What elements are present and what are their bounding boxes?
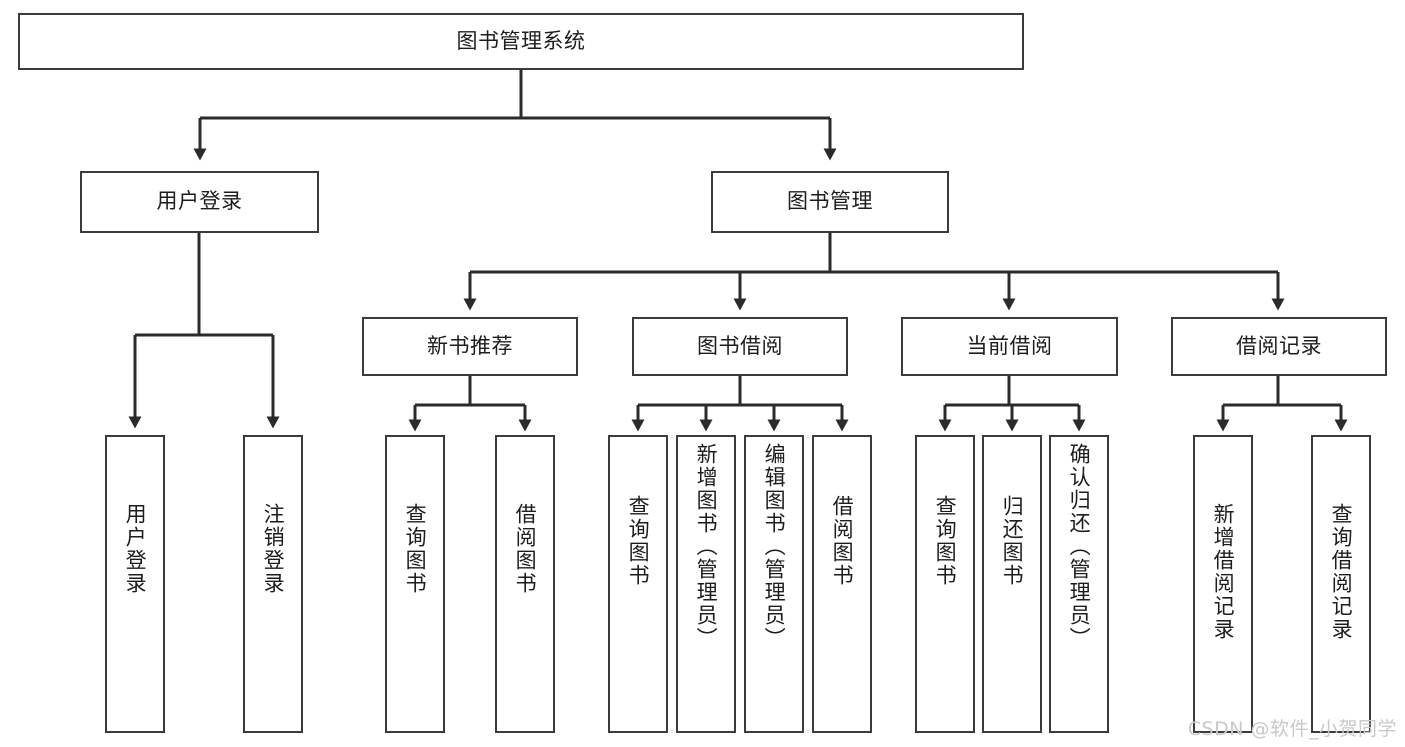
node-root-book-management-system[interactable]: 图书管理系统 xyxy=(18,13,1024,70)
node-label: 注销登录 xyxy=(261,503,286,595)
leaf-book-edit-admin[interactable]: 编辑图书（管理员） xyxy=(744,435,804,733)
leaf-book-borrow-query[interactable]: 查询图书 xyxy=(608,435,668,733)
node-label: 查询图书 xyxy=(933,495,958,587)
node-label: 借阅图书 xyxy=(513,503,538,595)
node-book-management[interactable]: 图书管理 xyxy=(711,171,949,233)
node-current-borrow[interactable]: 当前借阅 xyxy=(901,317,1118,376)
node-label: 借阅图书 xyxy=(830,495,855,587)
leaf-confirm-return-admin[interactable]: 确认归还（管理员） xyxy=(1049,435,1109,733)
node-label: 新增图书（管理员） xyxy=(694,443,719,650)
node-borrow-record[interactable]: 借阅记录 xyxy=(1171,317,1387,376)
leaf-current-return[interactable]: 归还图书 xyxy=(982,435,1042,733)
leaf-user-login[interactable]: 用户登录 xyxy=(105,435,165,733)
leaf-book-add-admin[interactable]: 新增图书（管理员） xyxy=(676,435,736,733)
node-label: 新增借阅记录 xyxy=(1211,503,1236,641)
node-book-borrow[interactable]: 图书借阅 xyxy=(632,317,848,376)
leaf-record-add[interactable]: 新增借阅记录 xyxy=(1193,435,1253,733)
node-label: 编辑图书（管理员） xyxy=(762,443,787,650)
leaf-book-borrow-action[interactable]: 借阅图书 xyxy=(812,435,872,733)
csdn-watermark: CSDN @软件_小贺同学 xyxy=(1187,718,1397,740)
leaf-new-book-borrow[interactable]: 借阅图书 xyxy=(495,435,555,733)
node-label: 借阅记录 xyxy=(1236,333,1322,358)
node-label: 用户登录 xyxy=(123,503,148,595)
node-label: 图书管理系统 xyxy=(456,28,586,53)
node-label: 查询图书 xyxy=(403,503,428,595)
node-label: 确认归还（管理员） xyxy=(1067,443,1092,650)
node-label: 当前借阅 xyxy=(966,333,1053,358)
node-label: 用户登录 xyxy=(156,189,243,214)
node-label: 图书借阅 xyxy=(697,333,783,358)
node-user-login[interactable]: 用户登录 xyxy=(80,171,319,233)
leaf-user-logout[interactable]: 注销登录 xyxy=(243,435,303,733)
leaf-new-book-query[interactable]: 查询图书 xyxy=(385,435,445,733)
node-label: 新书推荐 xyxy=(427,333,513,358)
leaf-current-query[interactable]: 查询图书 xyxy=(915,435,975,733)
node-label: 查询借阅记录 xyxy=(1329,503,1354,641)
node-label: 查询图书 xyxy=(626,495,651,587)
node-label: 图书管理 xyxy=(787,189,873,214)
leaf-record-query[interactable]: 查询借阅记录 xyxy=(1311,435,1371,733)
node-label: 归还图书 xyxy=(1000,495,1025,587)
node-new-book-recommend[interactable]: 新书推荐 xyxy=(362,317,578,376)
